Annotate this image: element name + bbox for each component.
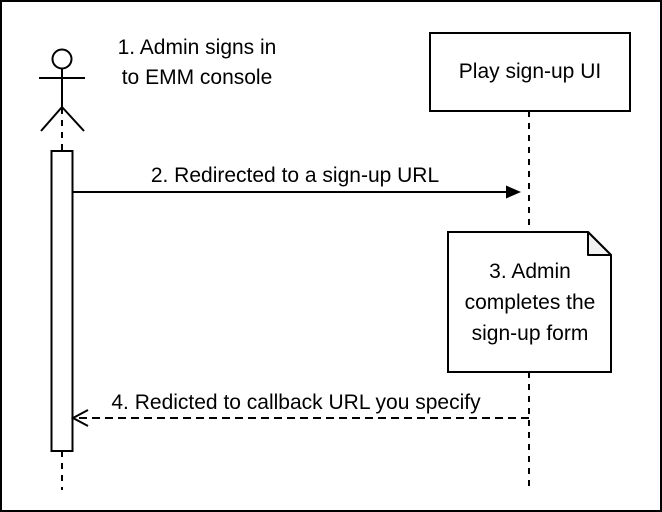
message-4-arrow	[70, 409, 529, 427]
object-play-signup-ui: Play sign-up UI	[429, 32, 631, 112]
actor-leg-right	[61, 106, 85, 132]
note-fold	[587, 231, 612, 256]
message-2-arrowhead	[506, 185, 521, 199]
actor-leg-left	[40, 106, 63, 132]
message-2-label: 2. Redirected to a sign-up URL	[150, 164, 440, 187]
message-4-arrowhead	[70, 409, 89, 427]
note-label: 3. Admin completes the sign-up form	[464, 259, 596, 345]
actor-icon	[39, 48, 85, 132]
actor-head	[51, 48, 73, 70]
message-4-label: 4. Redicted to callback URL you specify	[111, 391, 481, 414]
message-2-arrow	[72, 185, 521, 199]
activation-bar	[50, 150, 74, 452]
message-1-label: 1. Admin signs in to EMM console	[117, 36, 277, 89]
object-label: Play sign-up UI	[458, 60, 602, 83]
note-shape	[447, 231, 612, 373]
